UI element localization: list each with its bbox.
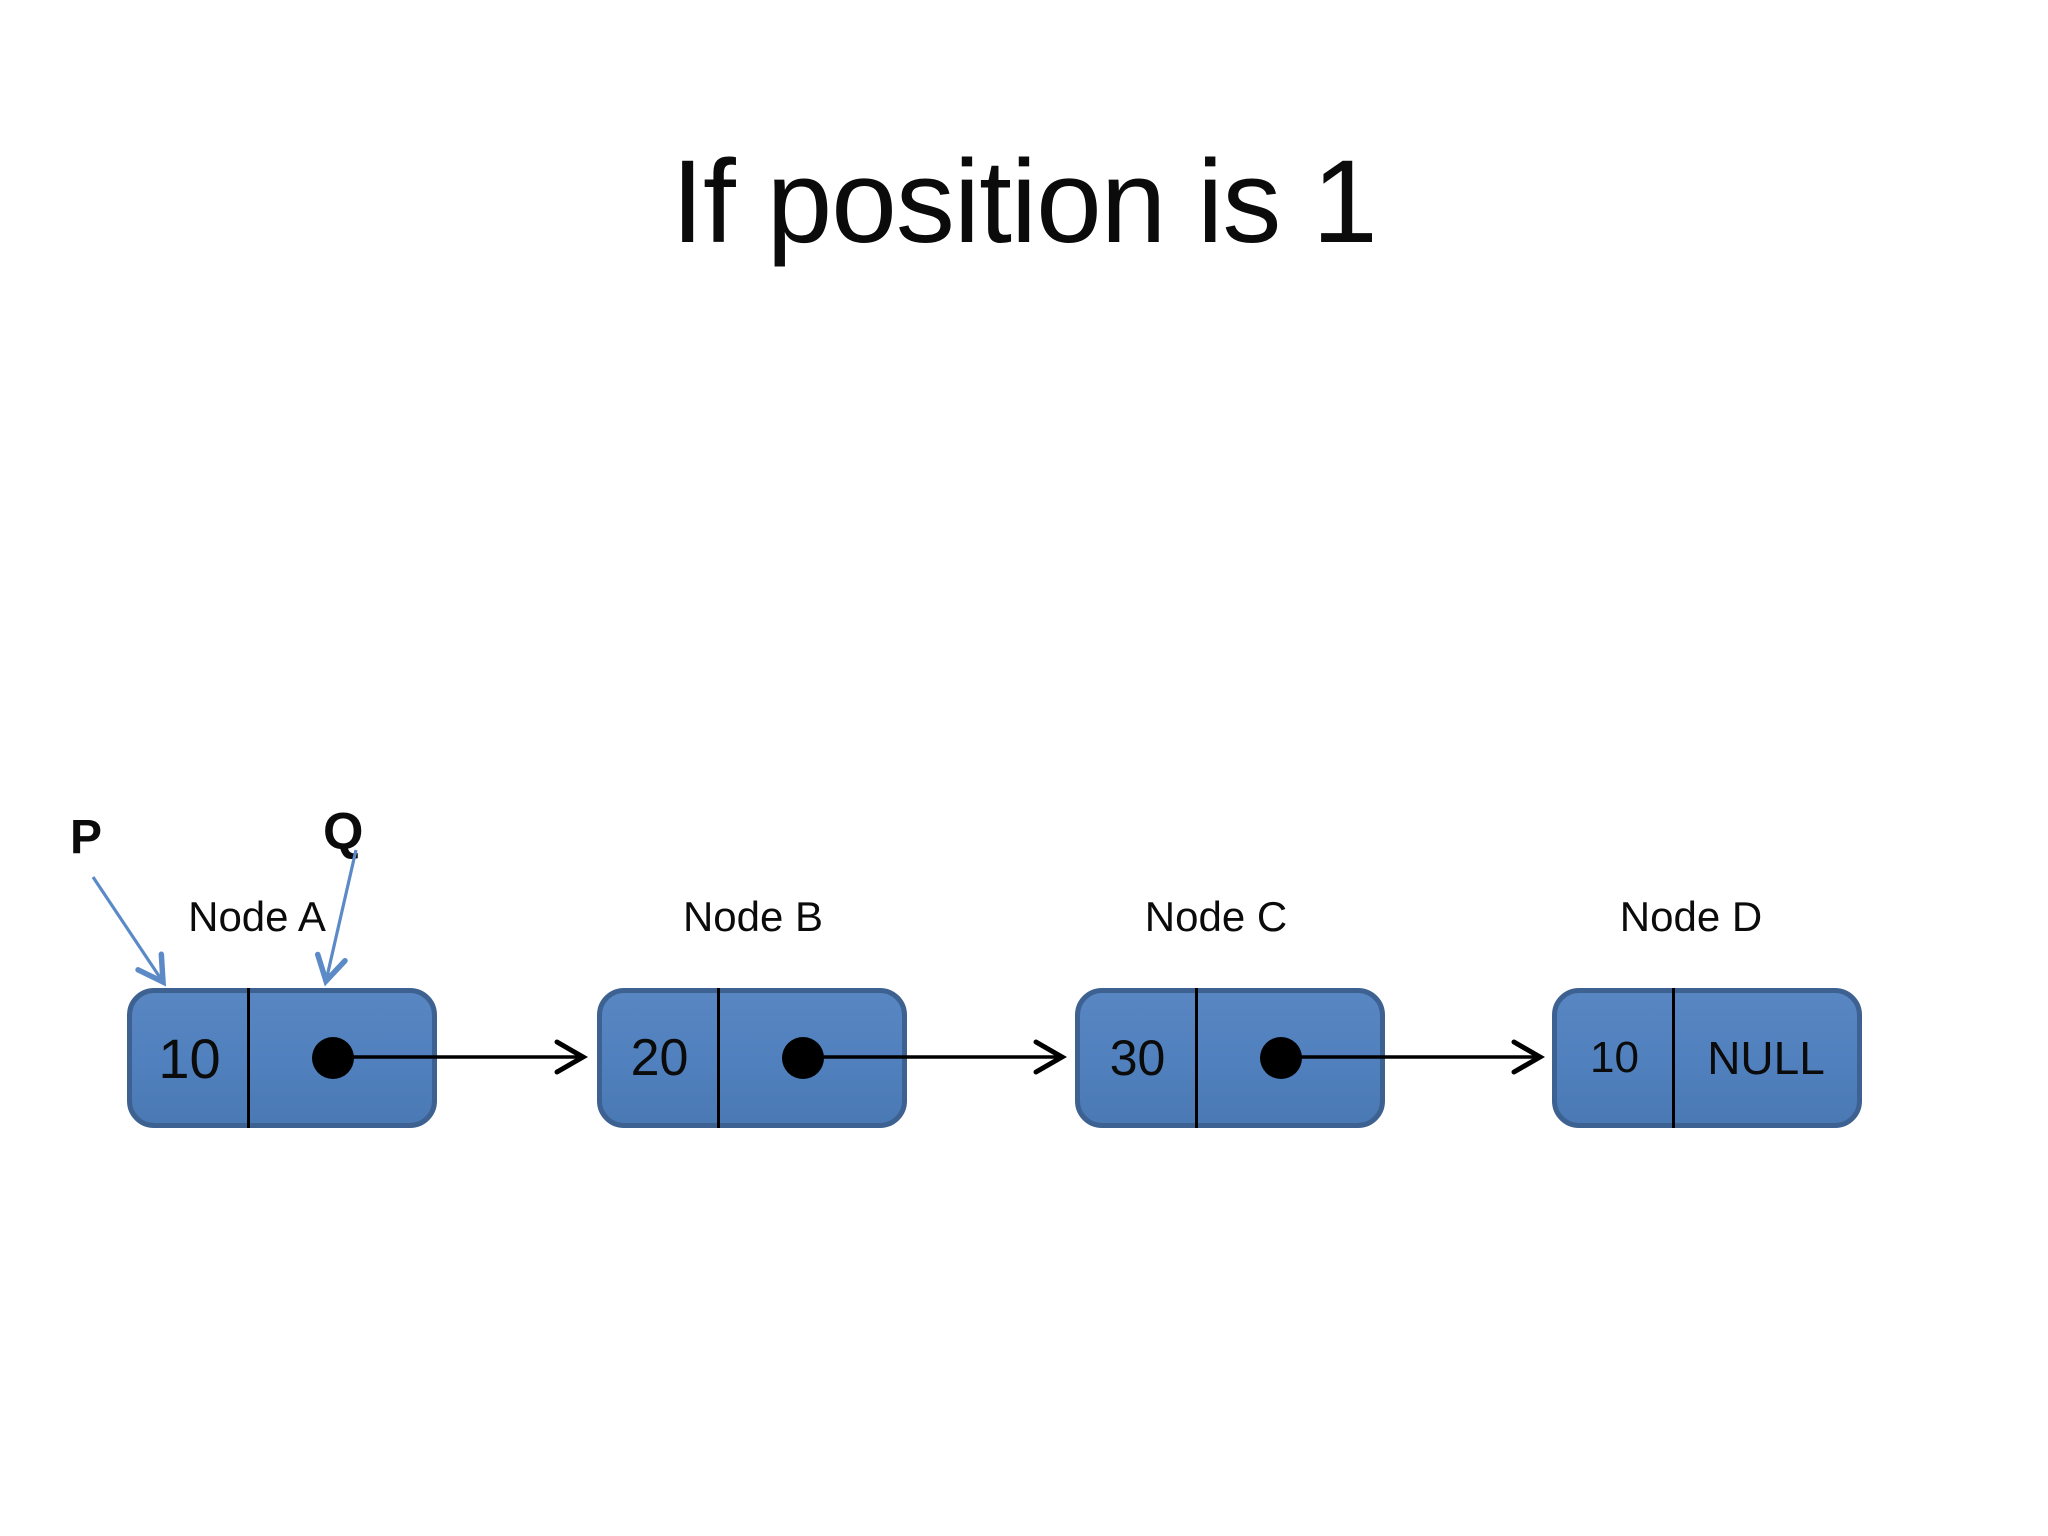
node-b-value: 20: [630, 1029, 689, 1087]
node-d-value: 10: [1590, 1033, 1639, 1082]
node-c: 30: [1075, 988, 1385, 1128]
node-d-divider: [1672, 988, 1675, 1128]
node-b-label: Node B: [682, 893, 824, 940]
node-c-label: Node C: [1144, 893, 1288, 940]
node-a: 10: [127, 988, 437, 1128]
node-d-null-text: NULL: [1707, 1032, 1825, 1084]
node-a-next-pointer-dot: [312, 1037, 354, 1079]
pointer-label-p: P: [70, 811, 103, 864]
node-d-label: Node D: [1619, 893, 1763, 940]
node-a-divider: [247, 988, 250, 1128]
node-a-value: 10: [158, 1026, 221, 1090]
node-c-value: 30: [1109, 1030, 1166, 1086]
node-b: 20: [597, 988, 907, 1128]
node-a-label: Node A: [188, 893, 326, 940]
node-b-divider: [717, 988, 720, 1128]
slide-title: If position is 1: [671, 136, 1377, 268]
pointer-label-q: Q: [323, 803, 364, 861]
node-b-next-pointer-dot: [782, 1037, 824, 1079]
node-c-divider: [1195, 988, 1198, 1128]
node-d: 10 NULL: [1552, 988, 1862, 1128]
node-c-next-pointer-dot: [1260, 1037, 1302, 1079]
